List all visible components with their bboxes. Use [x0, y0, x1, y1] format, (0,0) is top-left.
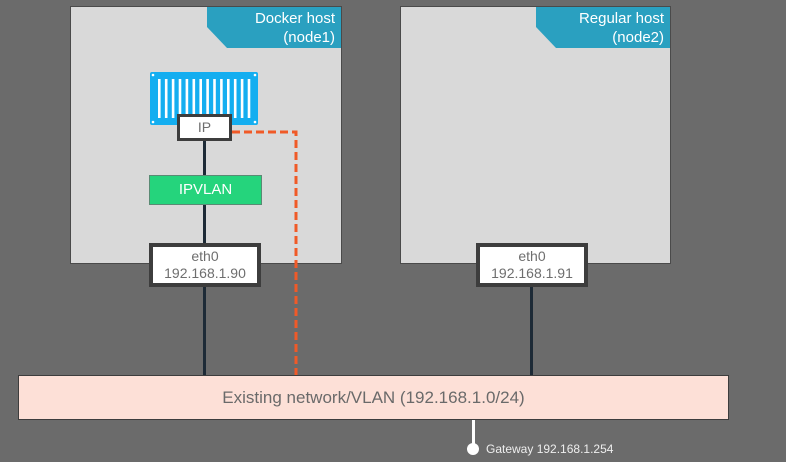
network-label: Existing network/VLAN (192.168.1.0/24): [222, 388, 525, 407]
eth0-interface-node1: eth0 192.168.1.90: [149, 243, 261, 287]
wire-eth0-node1-to-network: [203, 287, 206, 375]
container-ip-box: IP: [177, 114, 232, 141]
wire-ipvlan-to-eth0: [203, 205, 206, 243]
gateway-wire: [472, 420, 475, 448]
container-rib: [240, 79, 244, 118]
container-rib: [206, 79, 209, 118]
container-rib: [158, 79, 161, 118]
container-rib: [247, 79, 251, 118]
container-rib: [171, 79, 175, 118]
existing-network-bar: Existing network/VLAN (192.168.1.0/24): [18, 375, 729, 420]
eth0-interface-node2: eth0 192.168.1.91: [476, 243, 588, 287]
shipping-container-icon: [150, 72, 258, 125]
gateway-node-icon: [467, 443, 479, 455]
host-node-name: (node2): [612, 29, 664, 46]
container-rib: [164, 79, 168, 118]
interface-name: eth0: [518, 248, 546, 264]
wire-eth0-node2-to-network: [530, 287, 533, 375]
container-rib: [199, 79, 202, 118]
host-node-name: (node1): [283, 29, 335, 46]
gateway-label: Gateway 192.168.1.254: [486, 441, 613, 457]
container-rib: [227, 79, 230, 118]
dashed-direct-link: [232, 130, 298, 375]
gateway-text: Gateway: [486, 442, 534, 456]
ipvlan-driver-box: IPVLAN: [149, 175, 262, 205]
container-rib: [233, 79, 237, 118]
container-rib: [213, 79, 216, 118]
gateway-ip: 192.168.1.254: [536, 442, 614, 456]
host-title: Docker host: [254, 10, 335, 27]
host-tag-node2: Regular host (node2): [536, 7, 670, 48]
interface-name: eth0: [191, 248, 219, 264]
container-rib: [192, 79, 196, 118]
ipvlan-label: IPVLAN: [178, 181, 233, 198]
regular-host-node2: Regular host (node2): [400, 6, 671, 264]
wire-ip-to-ipvlan: [203, 141, 206, 175]
interface-ip: 192.168.1.91: [491, 265, 573, 281]
host-title: Regular host: [578, 10, 664, 27]
container-rib: [178, 79, 182, 118]
container-rib: [220, 79, 223, 118]
interface-ip: 192.168.1.90: [164, 265, 246, 281]
host-tag-node1: Docker host (node1): [207, 7, 341, 48]
container-rib: [185, 79, 189, 118]
container-ip-label: IP: [197, 119, 212, 135]
